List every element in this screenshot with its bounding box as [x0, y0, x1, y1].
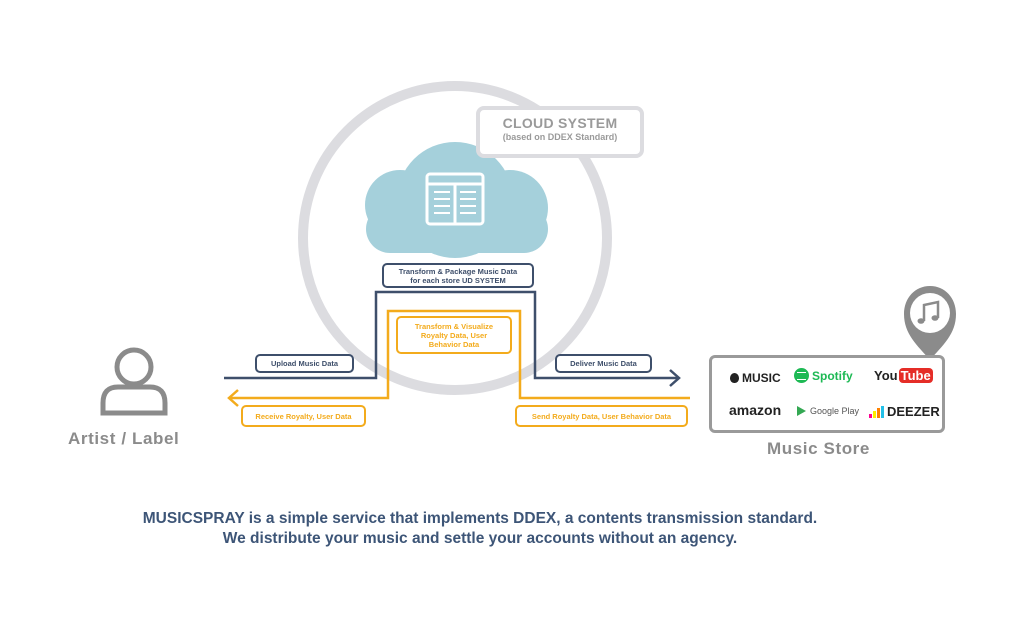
cloud-icon [365, 142, 548, 258]
music-store-label: Music Store [767, 439, 870, 458]
send-royalty-box: Send Royalty Data, User Behavior Data [515, 405, 688, 427]
royalty-arrowhead [227, 389, 239, 407]
deezer-text: DEEZER [887, 404, 940, 419]
receive-royalty-box: Receive Royalty, User Data [241, 405, 366, 427]
caption-line-2: We distribute your music and settle your… [222, 530, 738, 547]
spotify-icon [794, 368, 809, 383]
amazon-logo: amazon [729, 402, 781, 418]
deezer-logo: DEEZER [869, 404, 940, 419]
apple-music-text: MUSIC [742, 371, 781, 385]
caption-line-1: MUSICSPRAY is a simple service that impl… [142, 510, 818, 527]
cloud-system-title: CLOUD SYSTEM [502, 115, 618, 131]
google-play-text: Google Play [810, 406, 860, 416]
spotify-logo: Spotify [794, 368, 853, 383]
apple-music-logo: MUSIC [730, 371, 781, 385]
delivery-path-line [224, 290, 678, 380]
deliver-music-data-label: Deliver Music Data [570, 359, 637, 368]
transform-package-label: Transform & Package Music Data for each … [398, 266, 518, 285]
youtube-logo: You Tube [874, 368, 933, 383]
send-royalty-label: Send Royalty Data, User Behavior Data [531, 411, 672, 421]
royalty-path-line [230, 309, 690, 400]
cloud-system-subtitle: (based on DDEX Standard) [502, 132, 618, 142]
person-icon [100, 347, 168, 416]
cloud-system-callout: CLOUD SYSTEM (based on DDEX Standard) [476, 106, 644, 158]
artist-label: Artist / Label [68, 429, 180, 448]
transform-package-box: Transform & Package Music Data for each … [382, 263, 534, 288]
transform-visualize-label: Transform & Visualize Royalty Data, User… [414, 321, 494, 349]
spotify-text: Spotify [812, 368, 853, 383]
deezer-icon [869, 405, 884, 418]
deliver-music-data-box: Deliver Music Data [555, 354, 652, 373]
upload-music-data-box: Upload Music Data [255, 354, 354, 373]
upload-music-data-label: Upload Music Data [270, 359, 339, 368]
amazon-text: amazon [729, 402, 782, 418]
transform-visualize-box: Transform & Visualize Royalty Data, User… [396, 316, 512, 354]
apple-icon [730, 373, 739, 383]
youtube-you-text: You [874, 368, 898, 383]
youtube-tube-text: Tube [898, 368, 933, 383]
receive-royalty-label: Receive Royalty, User Data [255, 411, 352, 421]
delivery-arrowhead [669, 369, 681, 387]
google-play-icon [797, 406, 806, 416]
music-store-panel: MUSIC Spotify You Tube amazon Google Pla… [709, 355, 945, 433]
music-note-pin-icon [904, 286, 956, 360]
google-play-logo: Google Play [797, 406, 859, 416]
cloud-ring [298, 81, 612, 395]
spreadsheet-icon [425, 172, 485, 226]
